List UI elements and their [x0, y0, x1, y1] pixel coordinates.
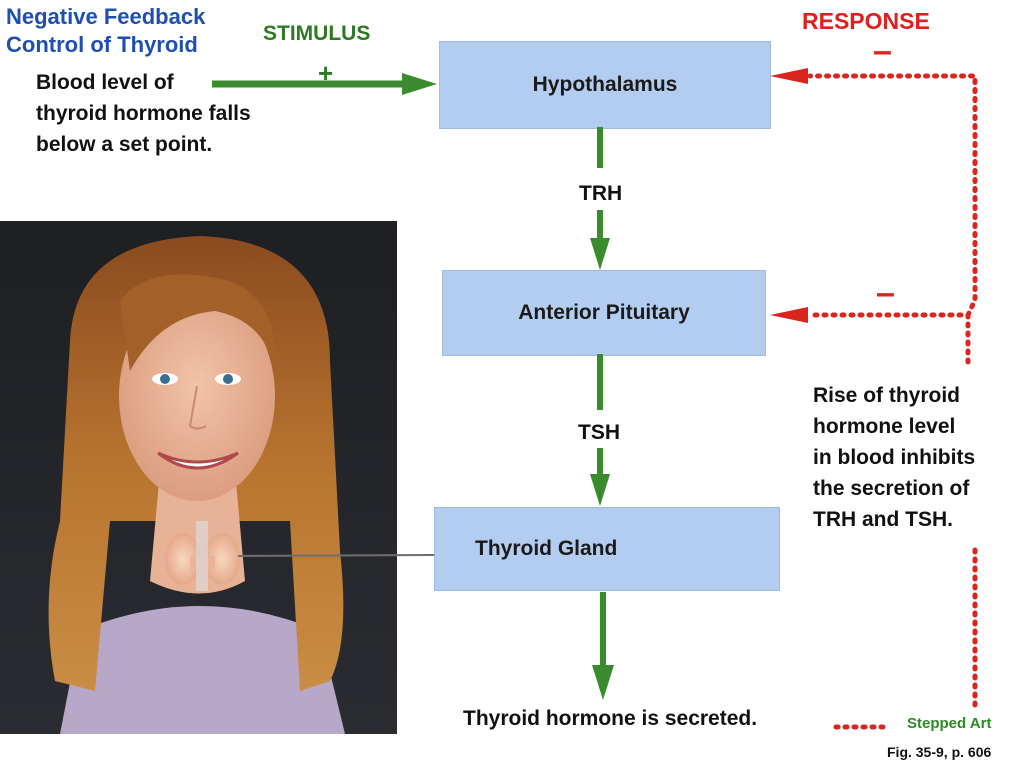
- title-line-1: Negative Feedback: [6, 4, 206, 29]
- trh-label: TRH: [579, 182, 623, 205]
- tsh-label: TSH: [578, 421, 620, 444]
- pituitary-minus-sign: –: [876, 274, 895, 312]
- hypothalamus-feedback-arrowhead: [770, 68, 808, 84]
- hypothalamus-minus-sign: –: [873, 32, 892, 70]
- trh-arrow: [590, 127, 610, 270]
- thyroid-pointer-line: [237, 554, 435, 557]
- inhibit-line-2: hormone level: [813, 415, 956, 438]
- tsh-arrow: [590, 354, 610, 506]
- woman-portrait-icon: [0, 221, 397, 734]
- thyroid-gland-label: Thyroid Gland: [475, 537, 618, 560]
- response-label: RESPONSE: [802, 8, 930, 34]
- woman-portrait-image: [0, 221, 397, 734]
- thyroid-gland-box: Thyroid Gland: [434, 507, 780, 591]
- stimulus-line-2: thyroid hormone falls: [36, 102, 251, 125]
- title-line-2: Control of Thyroid: [6, 32, 198, 57]
- thyroid-gland-icon: [165, 521, 240, 591]
- stimulus-line-3: below a set point.: [36, 133, 213, 156]
- anterior-pituitary-box: Anterior Pituitary: [442, 270, 766, 356]
- negative-feedback-loop: [807, 73, 978, 730]
- stimulus-label: STIMULUS: [263, 22, 371, 45]
- stimulus-description: Blood level of thyroid hormone falls bel…: [36, 67, 251, 160]
- stepped-art-link[interactable]: Stepped Art: [907, 715, 992, 732]
- anterior-pituitary-label: Anterior Pituitary: [518, 301, 690, 324]
- figure-caption: Fig. 35-9, p. 606: [887, 744, 992, 760]
- inhibition-description: Rise of thyroid hormone level in blood i…: [813, 380, 975, 535]
- inhibit-line-5: TRH and TSH.: [813, 508, 953, 531]
- stimulus-line-1: Blood level of: [36, 71, 174, 94]
- stimulus-arrow: [212, 73, 437, 95]
- hypothalamus-label: Hypothalamus: [532, 73, 678, 96]
- thyroid-output-arrow: [592, 592, 614, 700]
- inhibit-line-1: Rise of thyroid: [813, 384, 961, 407]
- inhibit-line-4: the secretion of: [813, 477, 970, 500]
- pituitary-feedback-arrowhead: [770, 307, 808, 323]
- secretion-outcome-text: Thyroid hormone is secreted.: [463, 707, 758, 730]
- inhibit-line-3: in blood inhibits: [813, 446, 976, 469]
- hypothalamus-box: Hypothalamus: [439, 41, 771, 129]
- diagram-title: Negative Feedback Control of Thyroid: [6, 3, 205, 59]
